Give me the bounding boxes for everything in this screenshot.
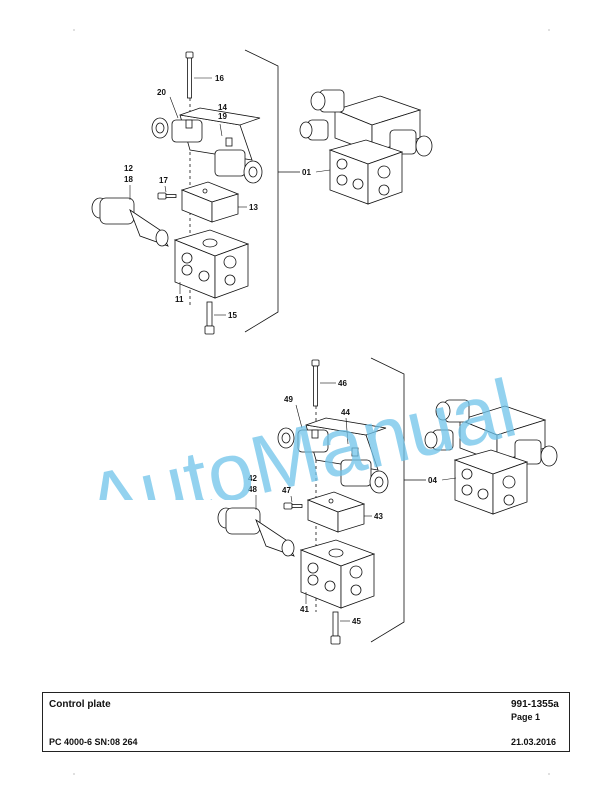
- part-label: 49: [284, 395, 293, 404]
- pressure-valve-part: [91, 197, 169, 247]
- part-label: 01: [302, 168, 311, 177]
- gasket-plate-part: [180, 181, 240, 223]
- drawing-title: Control plate: [49, 699, 111, 710]
- part-label: 43: [374, 512, 383, 521]
- issue-date: 21.03.2016: [511, 737, 557, 747]
- upper-assembly: [91, 49, 433, 335]
- part-label: 19: [218, 112, 227, 121]
- assembled-unit-part: [299, 89, 433, 205]
- part-label: 12: [124, 164, 133, 173]
- screw-part: [157, 192, 177, 200]
- control-block-part: [299, 539, 376, 609]
- part-label: 14: [218, 103, 227, 112]
- bolt-part: [330, 611, 341, 645]
- part-label: 16: [215, 74, 224, 83]
- bolt-part: [204, 301, 215, 335]
- part-label: 45: [352, 617, 361, 626]
- pressure-valve-part: [217, 507, 295, 557]
- bolt-part: [311, 359, 320, 407]
- part-label: 46: [338, 379, 347, 388]
- part-label: 42: [248, 474, 257, 483]
- part-label: 11: [175, 295, 184, 304]
- solenoid-valve-part: [277, 417, 389, 494]
- part-label: 17: [159, 176, 168, 185]
- control-block-part: [173, 229, 250, 299]
- bolt-part: [185, 51, 194, 99]
- part-label: 44: [341, 408, 350, 417]
- screw-part: [283, 502, 303, 510]
- document-number: 991-1355a: [511, 699, 559, 710]
- part-label: 15: [228, 311, 237, 320]
- part-label: 18: [124, 175, 133, 184]
- machine-model: PC 4000-6 SN:08 264: [49, 737, 138, 747]
- part-label: 48: [248, 485, 257, 494]
- solenoid-valve-part: [151, 107, 263, 184]
- part-label: 41: [300, 605, 309, 614]
- lower-assembly: [217, 357, 558, 645]
- gasket-plate-part: [306, 491, 366, 533]
- title-block: Control plate 991-1355a Page 1 PC 4000-6…: [42, 692, 570, 752]
- page-number: Page 1: [511, 712, 541, 722]
- part-label: 04: [428, 476, 437, 485]
- part-label: 13: [249, 203, 258, 212]
- part-label: 47: [282, 486, 291, 495]
- part-label: 20: [157, 88, 166, 97]
- assembled-unit-part: [424, 399, 558, 515]
- part-labels: 16 20 14 19 12 18 17 13 01 11 15 46 49 4…: [124, 74, 437, 626]
